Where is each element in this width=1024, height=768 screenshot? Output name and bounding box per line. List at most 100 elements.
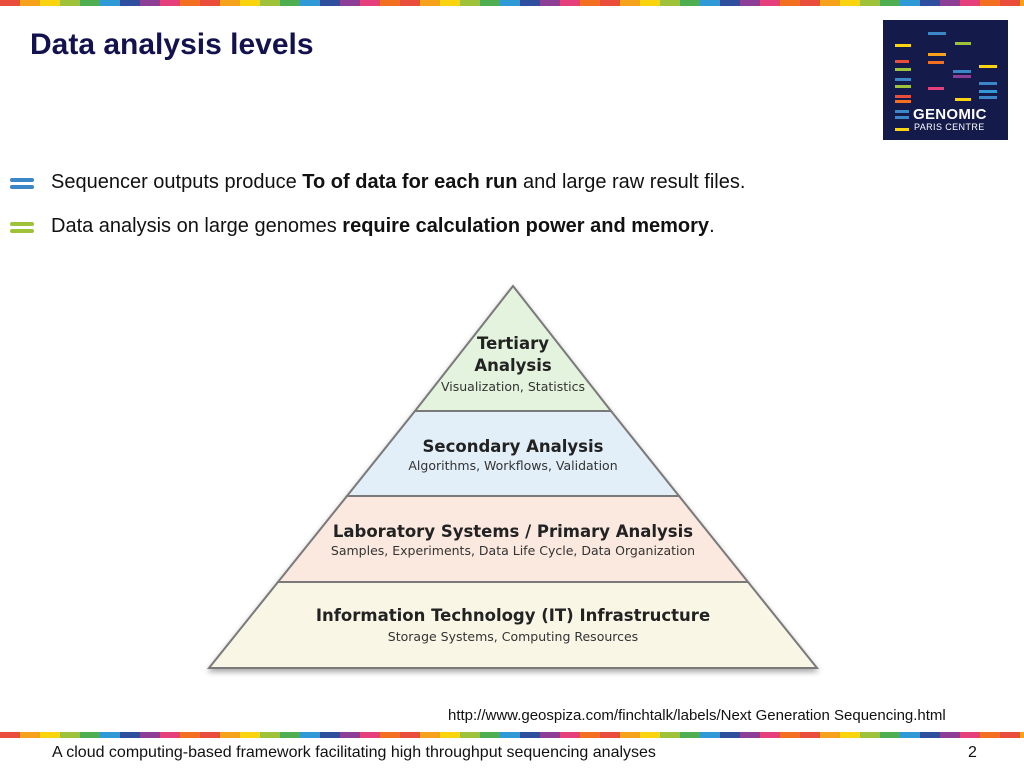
stripe-segment xyxy=(300,732,320,738)
tier-title: Analysis xyxy=(474,356,552,375)
logo-subtitle: PARIS CENTRE xyxy=(914,122,985,132)
bullet-text: Sequencer outputs produce xyxy=(51,171,303,193)
stripe-segment xyxy=(520,732,540,738)
footer-text: A cloud computing-based framework facili… xyxy=(52,744,656,761)
stripe-segment xyxy=(600,732,620,738)
stripe-segment xyxy=(320,0,340,6)
stripe-segment xyxy=(260,732,280,738)
stripe-segment xyxy=(980,0,1000,6)
bullet-marker-icon xyxy=(10,176,34,190)
stripe-segment xyxy=(1000,732,1020,738)
stripe-segment xyxy=(80,732,100,738)
logo-title: GENOMIC xyxy=(913,106,987,123)
stripe-segment xyxy=(860,0,880,6)
stripe-segment xyxy=(580,732,600,738)
stripe-segment xyxy=(400,0,420,6)
stripe-segment xyxy=(40,732,60,738)
stripe-segment xyxy=(740,732,760,738)
bullet-bold-text: To of data for each run xyxy=(302,171,518,193)
stripe-segment xyxy=(360,0,380,6)
stripe-segment xyxy=(180,732,200,738)
stripe-segment xyxy=(320,732,340,738)
stripe-segment xyxy=(920,0,940,6)
stripe-segment xyxy=(500,0,520,6)
stripe-segment xyxy=(440,732,460,738)
stripe-segment xyxy=(120,0,140,6)
stripe-segment xyxy=(140,732,160,738)
stripe-segment xyxy=(420,732,440,738)
bullet-text: Data analysis on large genomes xyxy=(51,215,343,237)
stripe-segment xyxy=(640,0,660,6)
stripe-segment xyxy=(0,0,20,6)
stripe-segment xyxy=(440,0,460,6)
stripe-segment xyxy=(880,732,900,738)
stripe-segment xyxy=(240,732,260,738)
bottom-color-stripe xyxy=(0,732,1024,738)
source-link[interactable]: http://www.geospiza.com/finchtalk/labels… xyxy=(448,707,946,724)
stripe-segment xyxy=(680,0,700,6)
stripe-segment xyxy=(340,732,360,738)
tier-subtitle: Algorithms, Workflows, Validation xyxy=(408,458,617,473)
stripe-segment xyxy=(1020,0,1024,6)
stripe-segment xyxy=(820,0,840,6)
bullet-item: Sequencer outputs produce To of data for… xyxy=(10,168,745,212)
stripe-segment xyxy=(540,732,560,738)
stripe-segment xyxy=(640,732,660,738)
stripe-segment xyxy=(780,0,800,6)
stripe-segment xyxy=(780,732,800,738)
stripe-segment xyxy=(600,0,620,6)
stripe-segment xyxy=(480,732,500,738)
stripe-segment xyxy=(100,732,120,738)
stripe-segment xyxy=(720,0,740,6)
bullet-text: . xyxy=(709,215,715,237)
logo-bars-graphic xyxy=(895,32,997,131)
stripe-segment xyxy=(840,0,860,6)
stripe-segment xyxy=(380,732,400,738)
stripe-segment xyxy=(700,0,720,6)
bullet-bold-text: require calculation power and memory xyxy=(342,215,710,237)
stripe-segment xyxy=(760,0,780,6)
tier-title: Information Technology (IT) Infrastructu… xyxy=(316,606,710,625)
stripe-segment xyxy=(460,0,480,6)
stripe-segment xyxy=(340,0,360,6)
stripe-segment xyxy=(280,732,300,738)
stripe-segment xyxy=(220,0,240,6)
tier-subtitle: Storage Systems, Computing Resources xyxy=(388,629,638,644)
stripe-segment xyxy=(700,732,720,738)
stripe-segment xyxy=(180,0,200,6)
stripe-segment xyxy=(900,0,920,6)
stripe-segment xyxy=(620,732,640,738)
stripe-segment xyxy=(200,0,220,6)
data-analysis-pyramid: Tertiary Analysis Visualization, Statist… xyxy=(206,284,820,669)
stripe-segment xyxy=(120,732,140,738)
stripe-segment xyxy=(740,0,760,6)
stripe-segment xyxy=(160,732,180,738)
tier-subtitle: Samples, Experiments, Data Life Cycle, D… xyxy=(331,543,695,558)
stripe-segment xyxy=(80,0,100,6)
genomic-paris-centre-logo: GENOMIC PARIS CENTRE xyxy=(883,20,1008,140)
tier-subtitle: Visualization, Statistics xyxy=(441,379,585,394)
stripe-segment xyxy=(540,0,560,6)
page-number: 2 xyxy=(968,744,977,761)
stripe-segment xyxy=(880,0,900,6)
stripe-segment xyxy=(500,732,520,738)
stripe-segment xyxy=(60,0,80,6)
stripe-segment xyxy=(460,732,480,738)
stripe-segment xyxy=(360,732,380,738)
stripe-segment xyxy=(520,0,540,6)
stripe-segment xyxy=(860,732,880,738)
stripe-segment xyxy=(380,0,400,6)
stripe-segment xyxy=(1020,732,1024,738)
stripe-segment xyxy=(400,732,420,738)
stripe-segment xyxy=(280,0,300,6)
stripe-segment xyxy=(200,732,220,738)
bullet-text: and large raw result files. xyxy=(517,171,746,193)
stripe-segment xyxy=(220,732,240,738)
stripe-segment xyxy=(100,0,120,6)
stripe-segment xyxy=(20,732,40,738)
stripe-segment xyxy=(980,732,1000,738)
tier-title: Tertiary xyxy=(477,334,549,353)
stripe-segment xyxy=(960,0,980,6)
stripe-segment xyxy=(660,0,680,6)
stripe-segment xyxy=(240,0,260,6)
